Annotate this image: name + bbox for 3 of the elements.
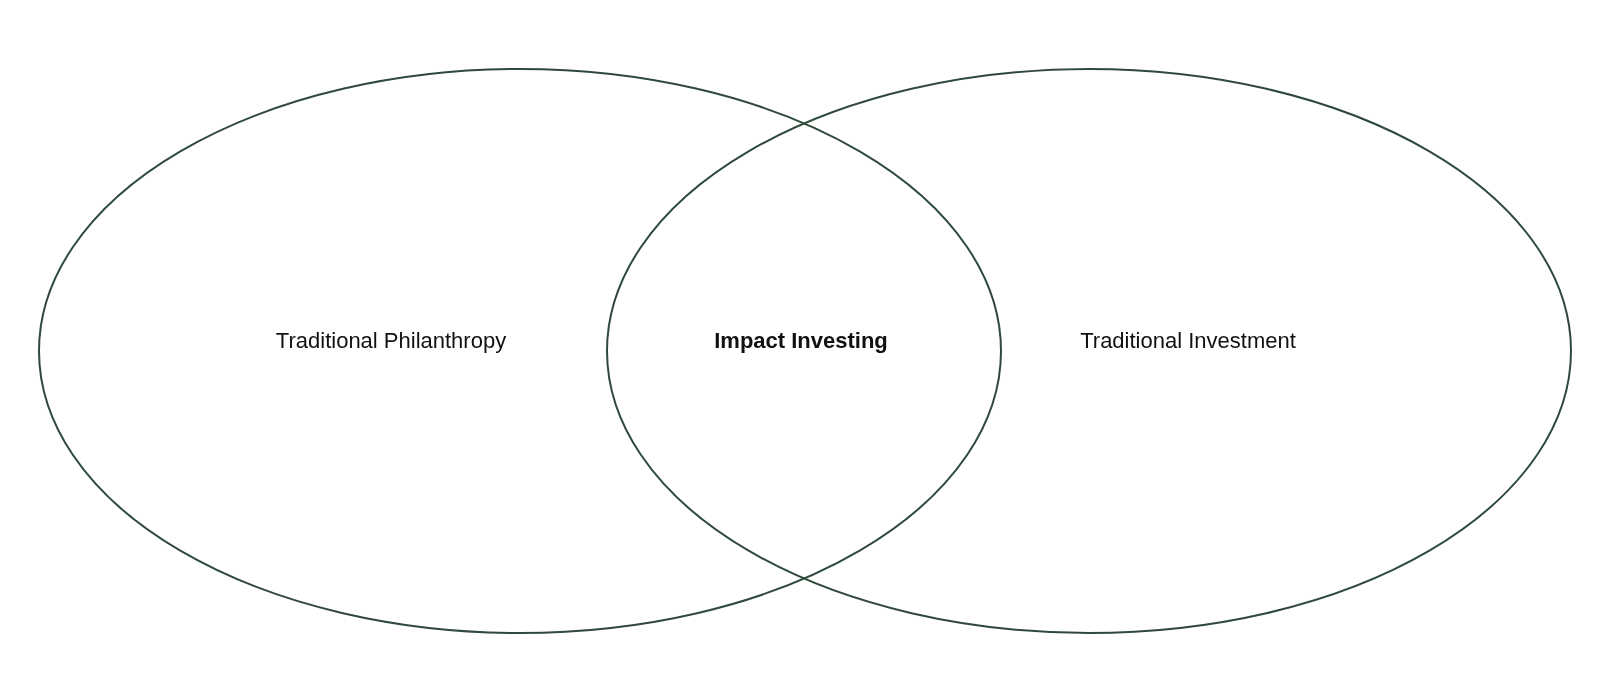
set-label: Traditional Philanthropy: [275, 328, 507, 354]
overlap-label: Impact Investing: [714, 328, 888, 354]
set-label: Traditional Investment: [1080, 328, 1296, 354]
